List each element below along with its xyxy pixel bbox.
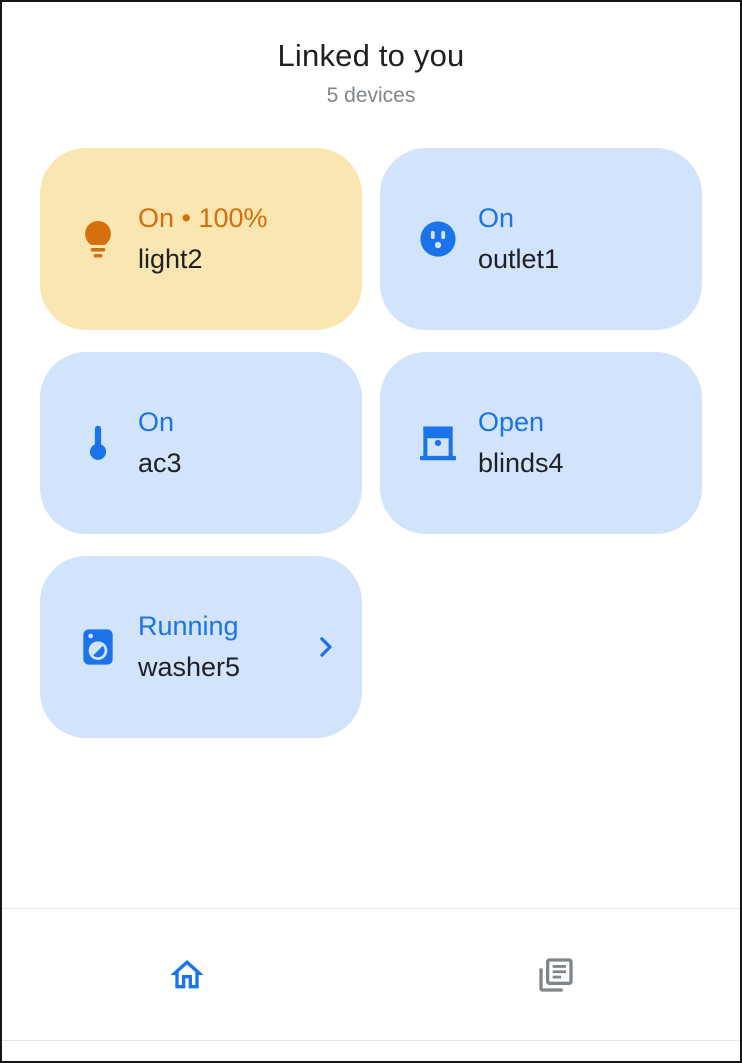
bottom-nav	[2, 908, 740, 1040]
device-name: ac3	[138, 448, 182, 478]
thermostat-icon	[76, 421, 120, 465]
device-count: 5 devices	[326, 84, 416, 107]
device-card-text: On outlet1	[478, 205, 559, 273]
chevron-right-icon[interactable]	[310, 632, 340, 662]
device-status: Open	[478, 407, 545, 437]
device-grid: On • 100% light2 On outlet1	[2, 108, 740, 738]
washer-icon	[76, 625, 120, 669]
device-status: On	[138, 407, 175, 437]
nav-home-button[interactable]	[2, 909, 371, 1040]
device-status: Running	[138, 611, 239, 641]
device-status: On	[478, 203, 515, 233]
home-icon	[167, 955, 207, 995]
device-name: blinds4	[478, 448, 564, 478]
device-name: washer5	[138, 652, 241, 682]
blinds-icon	[416, 421, 460, 465]
nav-feed-button[interactable]	[371, 909, 740, 1040]
device-card-outlet1[interactable]: On outlet1	[380, 148, 702, 330]
device-name: light2	[138, 244, 203, 274]
device-card-ac3[interactable]: On ac3	[40, 352, 362, 534]
device-name: outlet1	[478, 244, 560, 274]
device-card-text: Open blinds4	[478, 409, 564, 477]
lightbulb-icon	[76, 217, 120, 261]
device-card-text: On • 100% light2	[138, 205, 268, 273]
device-card-blinds4[interactable]: Open blinds4	[380, 352, 702, 534]
device-card-washer5[interactable]: Running washer5	[40, 556, 362, 738]
page-header: Linked to you 5 devices	[2, 2, 740, 108]
footer-divider	[2, 1040, 740, 1061]
device-card-text: On ac3	[138, 409, 182, 477]
feed-icon	[536, 955, 576, 995]
device-card-light2[interactable]: On • 100% light2	[40, 148, 362, 330]
device-status: On • 100%	[138, 203, 268, 233]
outlet-icon	[416, 217, 460, 261]
device-card-text: Running washer5	[138, 613, 240, 681]
page-title: Linked to you	[277, 38, 465, 73]
